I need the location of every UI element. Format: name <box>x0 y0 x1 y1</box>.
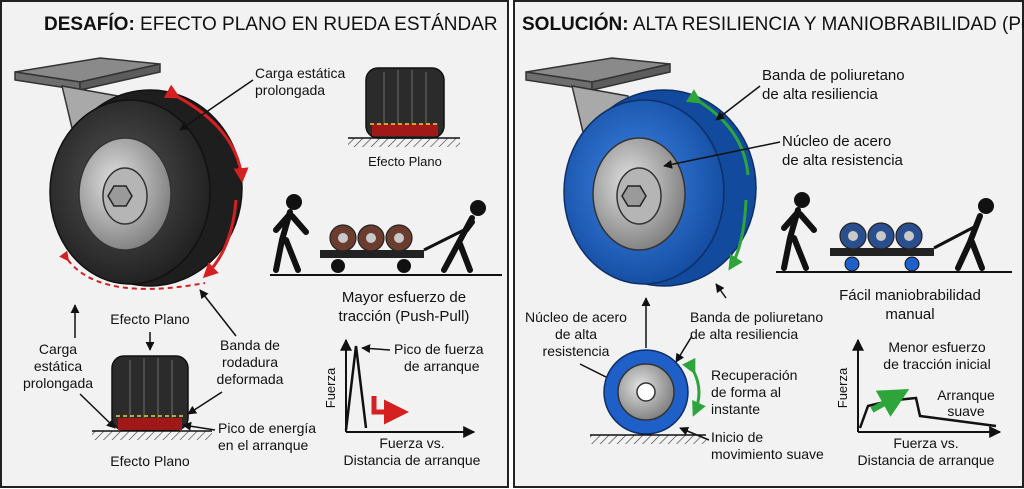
banda-mid-pointer <box>675 335 693 363</box>
right-chart-xlabel: Fuerza vs.Distancia de arranque <box>858 435 995 468</box>
flat-tire-small-illustration <box>348 67 460 147</box>
right-force-chart <box>852 338 1002 438</box>
left-panel-title: DESAFÍO: EFECTO PLANO EN RUEDA ESTÁNDAR <box>44 13 498 35</box>
easy-maneuver-illustration <box>776 192 1012 273</box>
rotation-arrow-green <box>685 89 750 176</box>
flat-spot-dashed-arc <box>59 250 206 290</box>
efecto-plano-small-label: Efecto Plano <box>368 154 442 169</box>
push-pull-illustration <box>270 194 502 276</box>
recovery-arrow-green <box>681 357 706 417</box>
pico-fuerza-pointer <box>361 344 391 354</box>
banda-mid-up-pointer <box>715 283 727 299</box>
efecto-plano-bottom-label: Efecto Plano <box>110 453 190 469</box>
rotation-arrow-red-lower <box>202 199 238 279</box>
right-panel-title: SOLUCIÓN: ALTA RESILIENCIA Y MANIOBRABIL… <box>522 13 1024 35</box>
nucleo-top-pointer <box>663 141 781 169</box>
inicio-pointer <box>679 426 710 441</box>
banda-top-pointer <box>715 85 761 121</box>
right-chart-ylabel: Fuerza <box>835 367 850 408</box>
efecto-plano-mid-label: Efecto Plano <box>110 311 190 327</box>
banda-lower-pointer <box>187 391 223 415</box>
rotation-arrow-green-lower <box>728 199 748 271</box>
banda-upper-pointer <box>199 289 237 337</box>
carga-bottom-pointer <box>79 393 116 429</box>
standard-caster-illustration <box>14 57 243 287</box>
left-chart-ylabel: Fuerza <box>323 367 338 408</box>
flat-tire-large-illustration <box>92 355 212 440</box>
carga-top-pointer <box>179 79 254 131</box>
left-chart-xlabel: Fuerza vs.Distancia de arranque <box>344 435 481 468</box>
pico-energia-pointer <box>182 421 216 431</box>
round-wheel-illustration <box>590 349 706 444</box>
polyurethane-caster-illustration <box>525 57 757 287</box>
rotation-arrow-red <box>163 84 249 183</box>
left-force-chart <box>340 338 476 438</box>
